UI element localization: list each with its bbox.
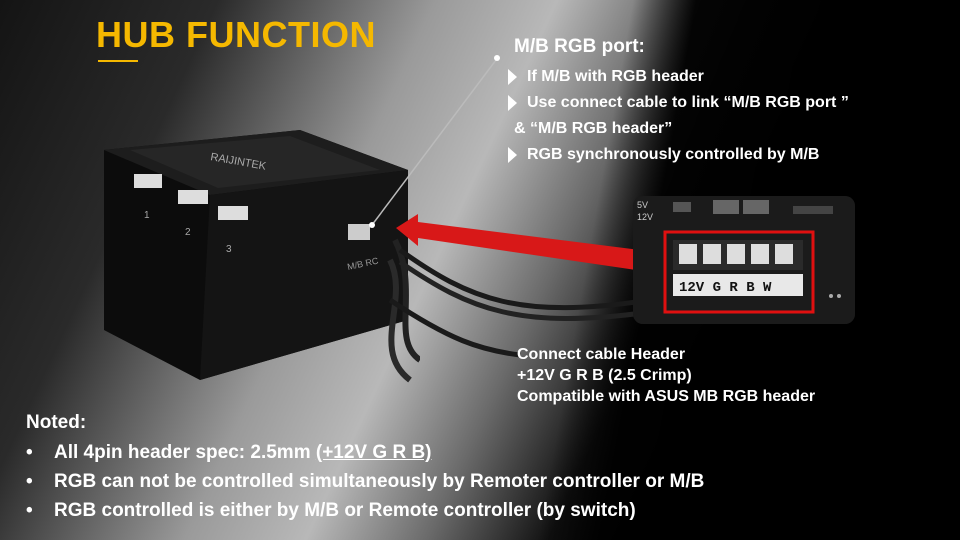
noted-item: • RGB controlled is either by M/B or Rem…: [26, 496, 704, 525]
mb-rgb-port-text: RGB synchronously controlled by M/B: [527, 146, 820, 163]
hub-port-number: 2: [185, 227, 191, 238]
slide-title: HUB FUNCTION: [96, 14, 376, 55]
mb-rgb-port-text: Use connect cable to link “M/B RGB port …: [527, 94, 849, 111]
noted-item: • RGB can not be controlled simultaneous…: [26, 467, 704, 496]
triangle-bullet-icon: [508, 95, 517, 111]
noted-item: • All 4pin header spec: 2.5mm (+12V G R …: [26, 438, 704, 467]
hub-port-number: 1: [144, 210, 150, 221]
noted-heading: Noted:: [26, 412, 87, 433]
mb-rgb-port-bullet: If M/B with RGB header: [496, 64, 936, 90]
mb-rgb-port-heading: M/B RGB port:: [514, 36, 645, 57]
mb-rgb-port-bullet: Use connect cable to link “M/B RGB port …: [496, 90, 936, 116]
connect-cable-line: Connect cable Header: [517, 346, 686, 363]
title-underline: [98, 60, 138, 62]
hub-port-number: 3: [226, 244, 232, 255]
triangle-bullet-icon: [508, 69, 517, 85]
noted-item-text: RGB controlled is either by M/B or Remot…: [54, 500, 636, 521]
noted-section: Noted: • All 4pin header spec: 2.5mm (+1…: [26, 412, 704, 525]
hub-device-image: RAIJINTEK 1 2 3 M/B RC: [104, 130, 420, 383]
triangle-bullet-icon: [508, 147, 517, 163]
mb-header-highlight-box: [663, 230, 815, 314]
mb-rgb-port-continuation: & “M/B RGB header”: [496, 116, 936, 142]
bullet-dot-icon: •: [26, 442, 33, 463]
connect-cable-line: Compatible with ASUS MB RGB header: [517, 388, 816, 405]
connect-cable-line: +12V G R B (2.5 Crimp): [517, 367, 692, 384]
mb-rgb-port-section: M/B RGB port: If M/B with RGB header Use…: [496, 36, 936, 168]
bullet-dot-icon: •: [26, 500, 33, 521]
mb-rgb-port-text: If M/B with RGB header: [527, 68, 704, 85]
noted-list: • All 4pin header spec: 2.5mm (+12V G R …: [26, 438, 704, 525]
mb-rgb-port-bullet: RGB synchronously controlled by M/B: [496, 142, 936, 168]
bullet-dot-icon: •: [26, 471, 33, 492]
noted-item-text: RGB can not be controlled simultaneously…: [54, 471, 705, 492]
mb-header-pin-labels: 12V G R B W: [679, 280, 772, 296]
noted-item-text: All 4pin header spec: 2.5mm: [54, 442, 316, 463]
mb-label-5v: 5V: [637, 200, 648, 210]
mb-rgb-port-text: & “M/B RGB header”: [514, 120, 673, 137]
noted-item-underlined: (+12V G R B): [315, 442, 432, 463]
mb-header-photo: 5V 12V 12V G R B W: [633, 196, 855, 324]
mb-label-12v: 12V: [637, 212, 653, 222]
connect-cable-section: Connect cable Header +12V G R B (2.5 Cri…: [517, 344, 815, 407]
